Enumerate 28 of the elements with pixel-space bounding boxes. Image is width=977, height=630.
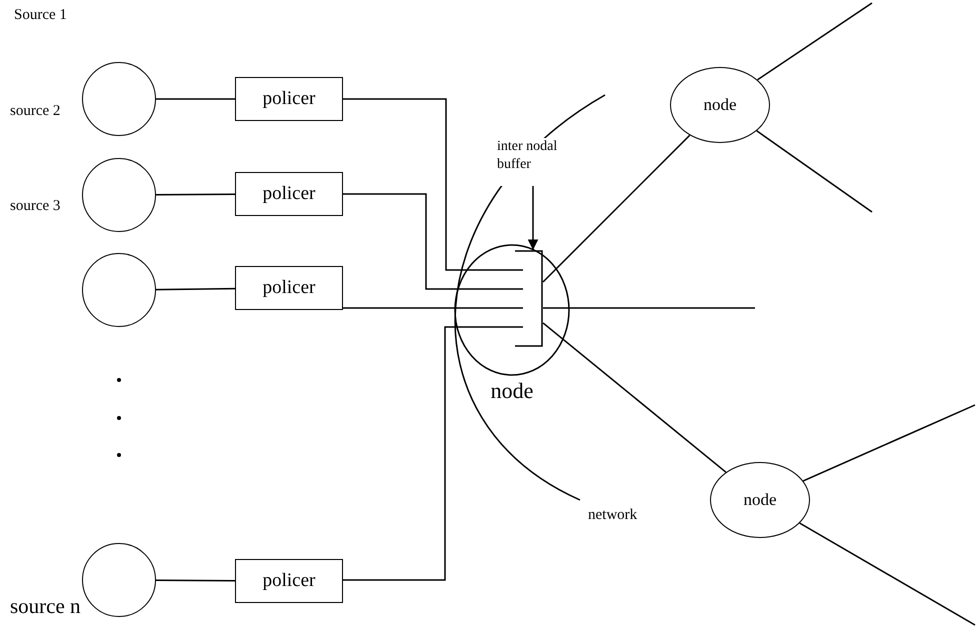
network-label: network <box>588 508 638 523</box>
node-label: node <box>490 380 534 402</box>
connector-line <box>156 288 236 290</box>
connector-line <box>156 579 235 582</box>
connector-line <box>156 194 235 196</box>
connector-line <box>343 98 505 271</box>
connector-line <box>802 404 976 482</box>
connector-line <box>343 326 505 581</box>
arrow <box>528 186 538 250</box>
node-ellipse: node <box>670 67 770 143</box>
source-label: Source 1 <box>14 8 67 23</box>
connector-line <box>799 522 976 626</box>
connector-line <box>156 98 235 100</box>
source-label: source n <box>10 596 81 617</box>
connector-line <box>757 2 872 80</box>
connector-line <box>343 193 505 290</box>
connector-line <box>543 307 755 309</box>
connector-line <box>542 134 690 283</box>
connector-line <box>756 130 872 213</box>
policer-box: policer <box>235 77 343 121</box>
connector-line <box>343 307 505 309</box>
node-ellipse: node <box>710 462 810 538</box>
source-label: source 2 <box>10 104 60 119</box>
policer-box: policer <box>235 172 343 216</box>
policer-box: policer <box>235 559 343 603</box>
source-label: source 3 <box>10 199 60 214</box>
policer-box: policer <box>235 266 343 310</box>
connector-line <box>542 322 726 473</box>
